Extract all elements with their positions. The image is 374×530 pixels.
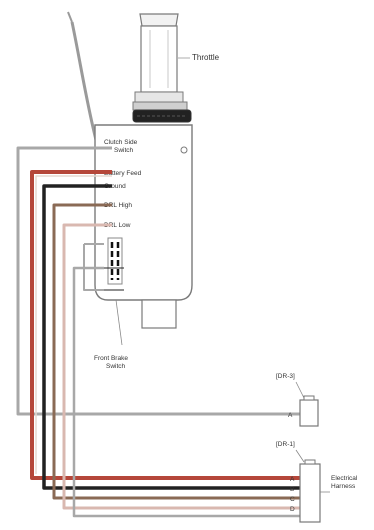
wire-gray-clutch <box>16 146 300 416</box>
lever-mount <box>141 299 177 329</box>
connector-bottom-pin-a: A <box>290 476 295 483</box>
switch-label-drl-high: DRL High <box>104 202 132 209</box>
connector-top-label: [DR-3] <box>276 373 295 380</box>
wire-gray-brake <box>72 266 300 518</box>
connector-bottom-pin-c: C <box>290 496 295 503</box>
connector-bottom-label: [DR-1] <box>276 441 295 448</box>
connector-bottom-pin-d: D <box>290 506 295 513</box>
wire-brown-drl-high <box>52 203 300 500</box>
connector-top <box>299 399 319 427</box>
wire-red-battery <box>30 170 300 480</box>
throttle-grip <box>132 13 192 123</box>
throttle-label: Throttle <box>192 53 220 62</box>
switch-label-battery: Battery Feed <box>104 170 142 177</box>
switch-label-drl-low: DRL Low <box>104 222 131 229</box>
throttle-cable <box>70 21 98 141</box>
connector-bottom <box>299 463 321 523</box>
wire-pink-drl-low <box>62 223 300 510</box>
wire-black-ground <box>42 184 300 490</box>
connector-pins <box>103 237 124 291</box>
switch-label-ground: Ground <box>104 183 126 190</box>
connector-bottom-pin-b: B <box>290 486 294 493</box>
connector-top-pin-a: A <box>288 412 293 419</box>
